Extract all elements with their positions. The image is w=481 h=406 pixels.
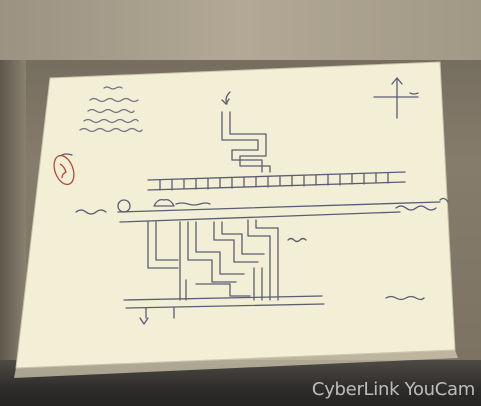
compass-rose-icon bbox=[373, 77, 419, 119]
arrow-marker bbox=[221, 91, 231, 105]
railway-line bbox=[147, 171, 406, 191]
landmark-building bbox=[153, 198, 175, 207]
desk-shadow bbox=[0, 60, 26, 360]
winding-road bbox=[221, 111, 263, 173]
roundabout-circle bbox=[117, 199, 131, 213]
desk-surface bbox=[0, 0, 481, 60]
paper-sheet bbox=[15, 61, 456, 369]
street-grid bbox=[123, 219, 325, 319]
handwritten-notes bbox=[79, 86, 143, 133]
red-circled-note bbox=[53, 154, 75, 186]
main-road bbox=[117, 201, 441, 223]
